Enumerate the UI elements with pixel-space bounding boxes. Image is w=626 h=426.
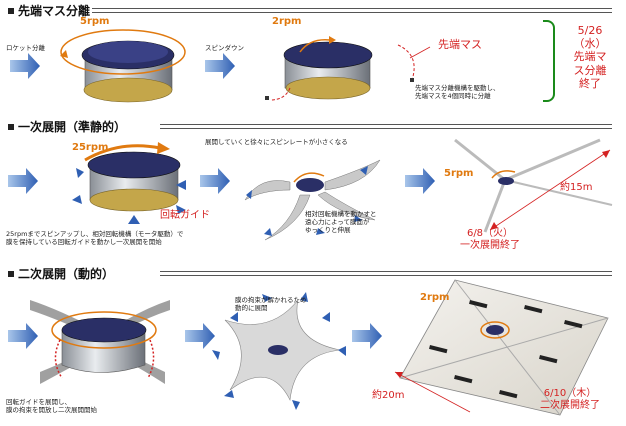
section-marker-icon: [8, 7, 14, 14]
rpm-label-2b: 2rpm: [420, 292, 450, 303]
span-15m: 約15m: [560, 182, 593, 193]
label-rocket-separation: ロケット分離: [6, 44, 45, 52]
label-spin-down: スピンダウン: [205, 44, 244, 52]
span-20m: 約20m: [372, 390, 405, 401]
section-rule: [160, 271, 612, 276]
note-dynamic-deploy: 膜の拘束が解かれるため 動的に展開: [235, 296, 307, 313]
note-spin-up: 25rpmまでスピンアップし、相対回転機構（モータ駆動）で 膜を保持している回転…: [6, 230, 184, 247]
label-rotation-guide: 回転ガイド: [160, 210, 210, 221]
section-title-primary-deploy: 一次展開（準静的）: [8, 118, 126, 135]
section-rule: [92, 8, 612, 13]
rpm-label-2: 2rpm: [272, 16, 302, 27]
note-secondary-start: 回転ガイドを展開し、 膜の拘束を開放し二次展開開始: [6, 398, 97, 415]
process-arrow-7: [185, 323, 215, 349]
process-arrow-3: [8, 168, 38, 194]
section-title-text: 一次展開（準静的）: [18, 120, 127, 134]
spacecraft-drum-1: [60, 29, 186, 103]
note-tip-mass-separation: 先端マス分離機構を駆動し、 先端マスを4個同時に分離: [415, 84, 500, 101]
section-title-text: 先端マス分離: [18, 4, 91, 18]
note-relative-rotation: 相対回転機構を動かすと 遠心力によって膜面が ゆっくりと伸展: [305, 210, 377, 235]
rpm-label-25: 25rpm: [72, 142, 109, 153]
section-rule: [160, 124, 612, 129]
section-marker-icon: [8, 270, 14, 277]
date-tip-mass-done: 5/26 （水） 先端マ ス分離 終了: [573, 24, 607, 90]
process-arrow-8: [352, 323, 382, 349]
rpm-label-5: 5rpm: [80, 16, 110, 27]
rpm-label-5b: 5rpm: [444, 168, 474, 179]
section-marker-icon: [8, 123, 14, 130]
process-arrow-1: [10, 53, 40, 79]
label-tip-mass: 先端マス: [438, 38, 482, 51]
date-primary-deploy-done: 6/8（火） 一次展開終了: [460, 228, 520, 251]
process-arrow-4: [200, 168, 230, 194]
date-secondary-deploy-done: 6/10（木） 二次展開終了: [540, 388, 600, 411]
green-bracket: [543, 20, 555, 102]
spacecraft-drum-2: [265, 36, 431, 101]
spacecraft-drum-5: [30, 300, 170, 384]
process-arrow-6: [8, 323, 38, 349]
membrane-x-small: [244, 159, 381, 241]
section-title-secondary-deploy: 二次展開（動的）: [8, 265, 114, 282]
square-sail: [394, 279, 609, 416]
section-title-tip-mass-separation: 先端マス分離: [8, 2, 90, 19]
process-arrow-5: [405, 168, 435, 194]
membrane-x-large: [454, 138, 613, 233]
section-title-text: 二次展開（動的）: [18, 267, 115, 281]
process-arrow-2: [205, 53, 235, 79]
spacecraft-drum-3: [72, 142, 186, 224]
note-spin-rate-decrease: 展開していくと徐々にスピンレートが小さくなる: [205, 138, 348, 146]
membrane-star: [212, 292, 346, 410]
